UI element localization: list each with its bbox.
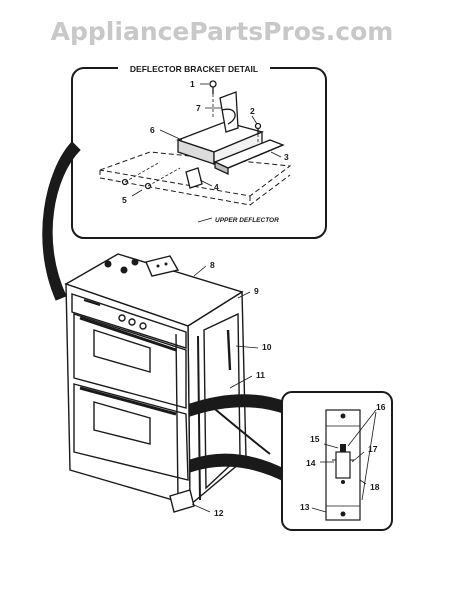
callout-15: 15: [310, 434, 320, 444]
callout-5: 5: [122, 195, 127, 205]
plate-screw-icon: [340, 511, 346, 517]
switch-plate: [325, 409, 361, 521]
lower-door-handle: [79, 386, 177, 416]
detail-connector-band: [42, 141, 81, 301]
callout-16: 16: [376, 402, 386, 412]
detail-title: DEFLECTOR BRACKET DETAIL: [130, 64, 258, 74]
deflector-bracket-detail: DEFLECTOR BRACKET DETAIL: [71, 62, 327, 239]
callout-13: 13: [300, 502, 310, 512]
vent-hole-icon: [120, 266, 128, 274]
bracket-assembly: [121, 80, 285, 190]
control-knob-icon: [118, 314, 126, 322]
upper-door-handle: [79, 316, 177, 352]
detail-title-backdrop: [118, 62, 270, 74]
callout-18: 18: [370, 482, 380, 492]
callout-10: 10: [262, 342, 272, 352]
vent-hole-icon: [131, 258, 139, 266]
callout-3: 3: [284, 152, 289, 162]
vent-hole-icon: [104, 260, 112, 268]
callout-1: 1: [190, 79, 195, 89]
callout-7: 7: [196, 103, 201, 113]
switch-actuator: [340, 444, 346, 452]
upper-deflector-label: UPPER DEFLECTOR: [215, 217, 279, 224]
control-knob-icon: [128, 318, 136, 326]
callout-17: 17: [368, 444, 378, 454]
control-knob-icon: [139, 322, 147, 330]
switch-detail: [281, 391, 393, 531]
callout-14: 14: [306, 458, 316, 468]
callout-12: 12: [214, 508, 224, 518]
callout-11: 11: [256, 370, 265, 380]
bottom-bracket: [169, 489, 195, 513]
upper-oven-door: [73, 313, 187, 409]
double-wall-oven: [64, 253, 247, 513]
callout-6: 6: [150, 125, 155, 135]
lower-oven-door: [73, 383, 189, 481]
callout-8: 8: [210, 260, 215, 270]
detail-leaders: [131, 83, 282, 223]
callout-9: 9: [254, 286, 259, 296]
oven-leaders: [191, 265, 259, 513]
plate-screw-icon: [340, 413, 346, 419]
upper-oven-window: [93, 329, 151, 373]
watermark-text: AppliancePartsPros.com: [51, 17, 394, 46]
callout-2: 2: [250, 106, 255, 116]
lower-oven-window: [93, 401, 151, 445]
switch-body: [335, 451, 351, 479]
callout-4: 4: [214, 182, 219, 192]
top-plate: [145, 255, 180, 277]
callout-numbers: 1 2 3 4 5 6 7 8 9 10 11 12 13 14 15 16 1…: [122, 79, 386, 518]
